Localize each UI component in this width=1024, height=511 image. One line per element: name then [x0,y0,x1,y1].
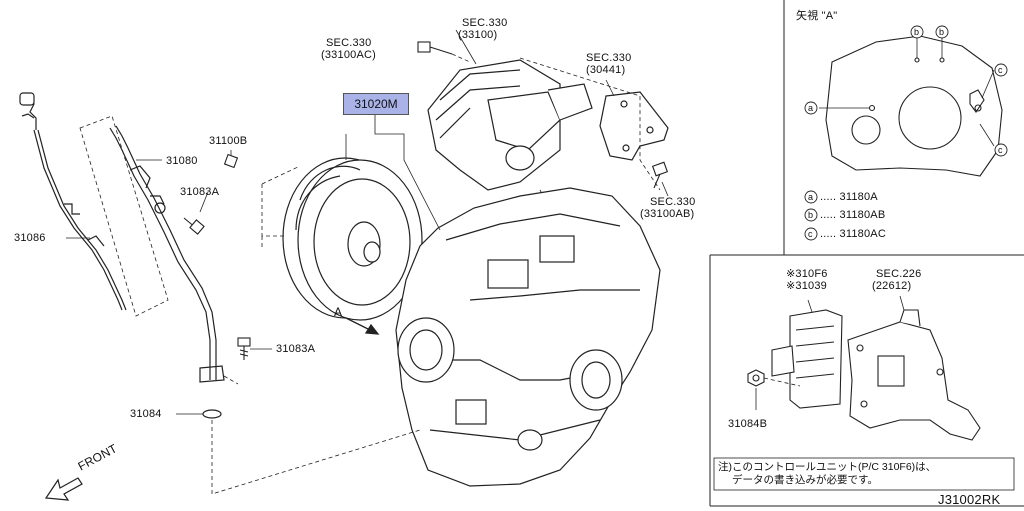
control-unit [771,309,843,409]
label-sec330-ab-code[interactable]: (33100AB) [640,208,695,220]
part-label-31080[interactable]: 31080 [166,155,198,167]
label-sec330-441[interactable]: SEC.330 [586,52,632,64]
front-arrow-icon [44,477,83,501]
label-sec330-top-code[interactable]: (33100) [458,29,498,41]
note-text: 注)このコントロールユニット(P/C 310F6)は、 データの書き込みが必要で… [718,461,1010,487]
part-label-31039[interactable]: ※31039 [786,280,828,292]
view-a-leaders [819,38,995,147]
torque-converter [282,157,423,321]
bracket-30441 [599,91,669,161]
part-label-31086[interactable]: 31086 [14,232,46,244]
part-label-31084[interactable]: 31084 [130,408,162,420]
leader-lines [66,29,669,415]
view-a-mark-circles [804,25,1008,241]
mark-b-1: b [914,27,920,37]
part-label-31100b[interactable]: 31100B [209,135,248,147]
control-dashed-guides [763,377,801,387]
converter-dashed-guides [261,165,301,248]
note-box [713,457,1015,491]
diagram-code: J31002RK [938,492,1001,507]
mark-c-2: c [998,145,1003,155]
mark-c-1: c [998,65,1003,75]
o-ring [202,409,222,419]
note-line-2: データの書き込みが必要です。 [732,474,878,486]
tube-dashed-box [79,115,169,317]
bolt-33100ab [651,161,669,189]
legend-mark-a: a [808,192,814,202]
bolt-31100b [223,153,239,169]
label-sec330-top[interactable]: SEC.330 [462,17,508,29]
bolt-31083a-bottom [237,337,251,360]
part-label-31020m[interactable]: 31020M [343,93,409,115]
mark-a: a [808,103,814,113]
label-sec226[interactable]: SEC.226 [876,268,922,280]
legend-mark-b: b [808,210,814,220]
legend-text-b[interactable]: ..... 31180AB [820,209,886,221]
oil-cooler-assembly [427,59,593,191]
legend-text-c[interactable]: ..... 31180AC [820,228,886,240]
control-bracket [847,309,981,441]
view-a-arrow [345,317,380,335]
label-sec330-ac-code[interactable]: (33100AC) [321,49,376,61]
part-label-31084b[interactable]: 31084B [728,418,768,430]
legend-text-a[interactable]: ..... 31180A [820,191,878,203]
bolt-33100ac [417,41,453,55]
view-a-housing [825,35,1003,177]
label-sec330-ab[interactable]: SEC.330 [650,196,696,208]
part-label-31083a-top[interactable]: 31083A [180,186,220,198]
part-label-310f6[interactable]: ※310F6 [786,268,828,280]
label-sec330-441-code[interactable]: (30441) [586,64,626,76]
mark-b-2: b [939,27,945,37]
label-sec226-code[interactable]: (22612) [872,280,912,292]
note-line-1: 注)このコントロールユニット(P/C 310F6)は、 [718,461,937,473]
case-dashed-guides [211,375,421,495]
transmission-case [395,187,661,487]
control-leaders [755,295,905,410]
charging-tube [109,125,225,383]
nut-31084b [747,369,765,387]
part-label-31083a-bottom[interactable]: 31083A [276,343,316,355]
view-a-arrow-label: A [334,305,343,319]
bolt-31083a-top [183,217,205,235]
view-a-title: 矢視 "A" [796,10,838,22]
dipstick-gauge [19,92,127,311]
legend-mark-c: c [808,229,813,239]
label-sec330-ac[interactable]: SEC.330 [326,37,372,49]
